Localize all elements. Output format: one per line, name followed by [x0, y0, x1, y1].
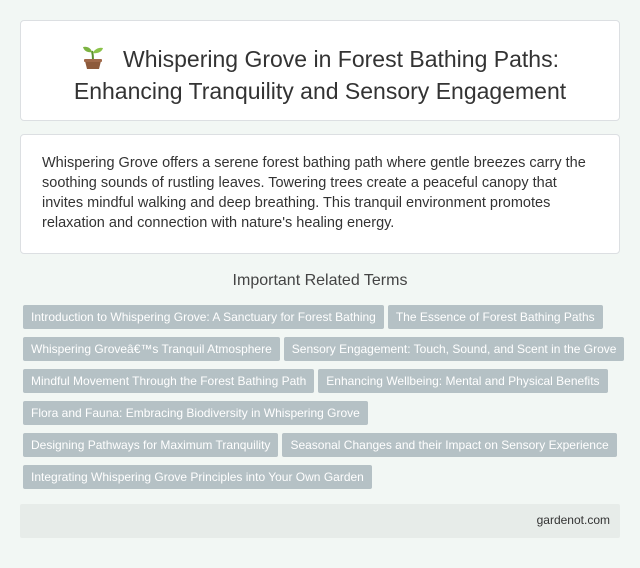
related-term-tag[interactable]: Whispering Groveâ€™s Tranquil Atmosphere	[23, 337, 280, 361]
tag-row: Flora and Fauna: Embracing Biodiversity …	[23, 401, 623, 433]
tag-row: Integrating Whispering Grove Principles …	[23, 465, 623, 497]
tag-row: Whispering Groveâ€™s Tranquil Atmosphere…	[23, 337, 625, 369]
summary-text: Whispering Grove offers a serene forest …	[42, 155, 586, 231]
related-term-tag[interactable]: Seasonal Changes and their Impact on Sen…	[282, 433, 617, 457]
related-term-tag[interactable]: The Essence of Forest Bathing Paths	[387, 305, 603, 329]
related-term-tag[interactable]: Integrating Whispering Grove Principles …	[23, 465, 372, 489]
seedling-icon	[83, 46, 104, 69]
related-term-tag[interactable]: Introduction to Whispering Grove: A Sanc…	[23, 305, 384, 329]
title-line-2: Enhancing Tranquility and Sensory Engage…	[73, 78, 567, 104]
related-terms-heading: Important Related Terms	[232, 272, 408, 289]
related-term-tag[interactable]: Mindful Movement Through the Forest Bath…	[23, 369, 315, 393]
related-term-tag[interactable]: Enhancing Wellbeing: Mental and Physical…	[318, 369, 608, 393]
footer: gardenot.com	[20, 504, 620, 538]
footer-site-link[interactable]: gardenot.com	[536, 513, 610, 527]
tag-row: Mindful Movement Through the Forest Bath…	[23, 369, 623, 401]
related-term-tag[interactable]: Designing Pathways for Maximum Tranquili…	[23, 433, 279, 457]
summary-card: Whispering Grove offers a serene forest …	[20, 134, 620, 254]
title-card: Whispering Grove in Forest Bathing Paths…	[20, 20, 620, 121]
tag-row: Introduction to Whispering Grove: A Sanc…	[23, 305, 623, 337]
related-terms-list: Introduction to Whispering Grove: A Sanc…	[23, 305, 625, 497]
tag-row: Designing Pathways for Maximum Tranquili…	[23, 433, 623, 465]
page-title: Whispering Grove in Forest Bathing Paths…	[21, 43, 619, 107]
related-term-tag[interactable]: Sensory Engagement: Touch, Sound, and Sc…	[283, 337, 625, 361]
title-line-1: Whispering Grove in Forest Bathing Paths…	[123, 46, 559, 72]
related-term-tag[interactable]: Flora and Fauna: Embracing Biodiversity …	[23, 401, 368, 425]
